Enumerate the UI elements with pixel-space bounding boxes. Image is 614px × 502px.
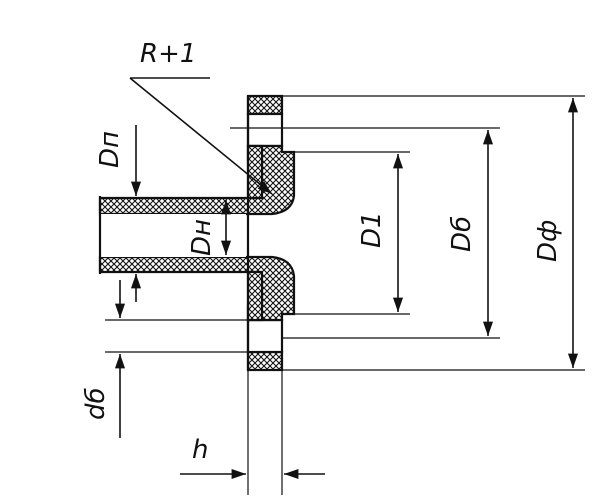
pipe-bore — [100, 214, 246, 257]
flange-web-top — [246, 144, 264, 200]
collar-top-section — [98, 144, 296, 216]
bolt-hole-top — [246, 112, 284, 148]
flange-top-section — [246, 94, 284, 116]
label-h: h — [192, 435, 208, 465]
collar-bottom-section — [98, 255, 296, 322]
flange-bottom-section — [246, 350, 284, 372]
label-radius: R+1 — [140, 39, 196, 69]
label-db: dб — [81, 387, 111, 420]
extension-lines — [105, 95, 585, 495]
flange-web-bottom — [246, 270, 264, 322]
label-dphi: Dф — [533, 220, 563, 262]
label-d1: D1 — [357, 211, 387, 248]
label-dbolt: Dб — [447, 216, 477, 252]
label-dp: Dп — [95, 131, 125, 168]
dimension-labels: R+1 Dп Dн D1 Dб Dф dб h — [81, 39, 563, 465]
label-dn: Dн — [187, 219, 217, 256]
dimension-lines — [114, 77, 579, 480]
bolt-hole-bottom — [246, 318, 284, 354]
leader-radius — [129, 77, 273, 195]
